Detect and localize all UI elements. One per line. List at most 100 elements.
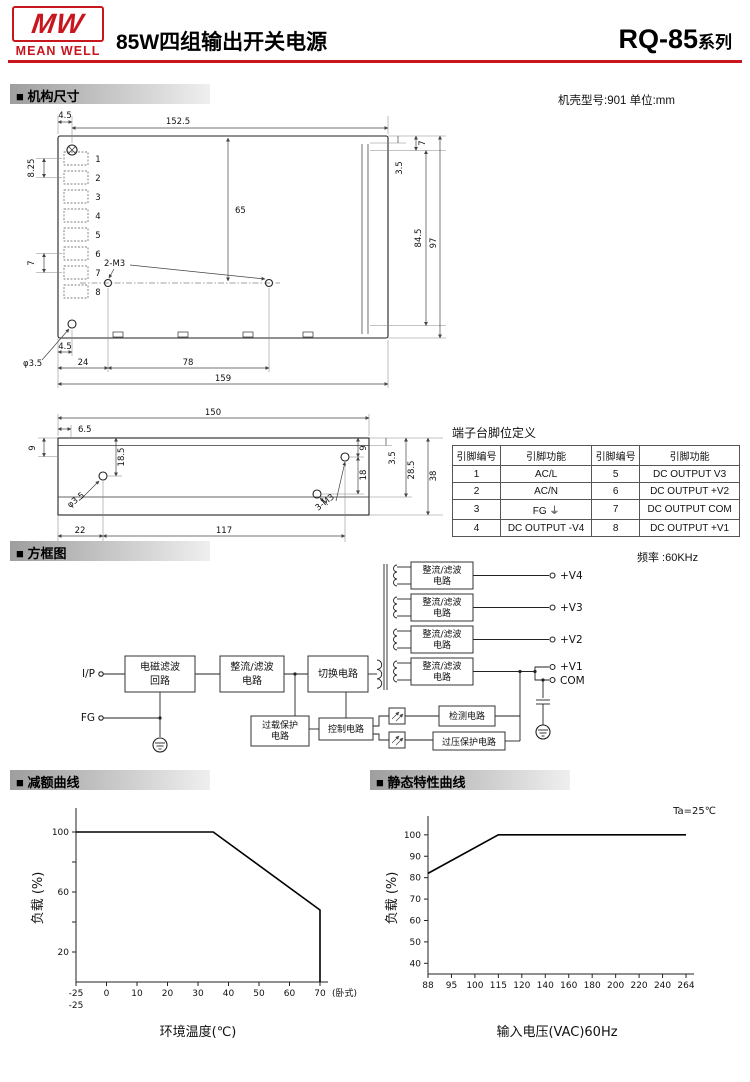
out-rectifier-label: 整流/滤波 xyxy=(422,660,461,672)
series-name: RQ-85 xyxy=(618,24,698,54)
output-label-v3: +V3 xyxy=(560,602,583,614)
y-tick-label: 100 xyxy=(404,831,421,841)
logo-mw-text: MW xyxy=(30,8,87,39)
y-tick-label: 40 xyxy=(410,959,422,969)
chart-annotation: Ta=25℃ xyxy=(672,806,716,817)
x-tick-label: 60 xyxy=(284,989,296,999)
output-terminal-v4 xyxy=(549,572,556,579)
dimension-label: 18.5 xyxy=(117,448,127,467)
series-title: RQ-85系列 xyxy=(618,24,732,55)
logo-brand-name: MEAN WELL xyxy=(15,44,101,58)
data-line xyxy=(76,831,321,982)
table-cell: 1 xyxy=(452,465,501,483)
dimension-label: 7 xyxy=(418,140,428,145)
output-terminal-v1 xyxy=(549,663,556,671)
dimension-label: 28.5 xyxy=(407,461,417,480)
dimension-label: 18 xyxy=(359,470,369,481)
pin-number: 4 xyxy=(95,212,100,222)
mechanical-top-view: 1 2 3 4 5 6 7 8 xyxy=(23,111,446,388)
case-model-note: 机壳型号:901 单位:mm xyxy=(558,95,675,107)
y-tick-label: 70 xyxy=(410,895,422,905)
input-label: I/P xyxy=(82,668,95,680)
dimension-label: 84.5 xyxy=(414,229,424,248)
chassis-top-outline xyxy=(57,135,389,339)
terminal-strip: 1 2 3 4 5 6 7 8 xyxy=(63,151,101,299)
pin-number: 3 xyxy=(95,193,100,203)
terminal-table-header-row: 引脚编号引脚功能引脚编号引脚功能 xyxy=(452,445,740,466)
table-cell: 5 xyxy=(591,465,641,483)
y-axis-label: 负载 (%) xyxy=(385,872,400,925)
dimension-label: 3.5 xyxy=(395,161,405,175)
dimension-label: 9 xyxy=(359,445,369,450)
x-tick-label: 200 xyxy=(607,981,624,991)
output-terminal-v3 xyxy=(549,604,556,611)
out-rectifier-label: 整流/滤波 xyxy=(422,564,461,576)
ground-symbol xyxy=(535,724,551,740)
section-block-label: ■ 方框图 xyxy=(16,546,67,561)
dimension-label: 78 xyxy=(183,358,194,368)
table-cell: FG ⏚ xyxy=(499,499,593,520)
emi-filter-label: 电磁滤波 xyxy=(140,660,180,673)
out-rectifier-label2: 电路 xyxy=(433,607,451,619)
y-tick-label: 50 xyxy=(410,938,422,948)
dimension-label: 3.5 xyxy=(388,451,398,465)
table-cell: 6 xyxy=(591,482,641,500)
page-title: 85W四组输出开关电源 xyxy=(116,31,328,54)
block-diagram-labels: I/P FG 电磁滤波 回路 整流/滤波 电路 切换电路 整流/滤波 电路 整流… xyxy=(81,564,585,748)
control-circuit-label: 控制电路 xyxy=(328,723,364,735)
terminal-table-header: 引脚功能 xyxy=(639,445,740,466)
section-mech-label: ■ 机构尺寸 xyxy=(16,89,80,104)
y-tick-label: 60 xyxy=(58,888,70,898)
table-cell: 3 xyxy=(452,499,501,520)
dimension-label: 24 xyxy=(78,358,89,368)
pin-number: 1 xyxy=(95,155,100,165)
out-rectifier-label: 整流/滤波 xyxy=(422,596,461,608)
table-cell: DC OUTPUT COM xyxy=(639,499,740,520)
transformer-symbol xyxy=(376,564,411,690)
table-cell: AC/L xyxy=(499,465,593,483)
dimension-label: 4.5 xyxy=(58,342,72,352)
dimension-label: 65 xyxy=(235,206,246,216)
y-tick-label: 80 xyxy=(410,874,422,884)
x-tick-label: 20 xyxy=(162,989,174,999)
x-tick-label: -25 xyxy=(69,989,84,999)
input-terminal xyxy=(98,671,104,677)
y-tick-label: 90 xyxy=(410,852,422,862)
pin-number: 5 xyxy=(95,231,100,241)
output-label-com: COM xyxy=(560,675,585,687)
section-static-header: ■ 静态特性曲线 xyxy=(370,770,570,790)
pin-number: 7 xyxy=(95,269,100,279)
block-diagram-wires xyxy=(103,575,550,742)
y-tick-label: 100 xyxy=(52,828,69,838)
x-tick-label: 88 xyxy=(422,981,434,991)
section-block-header: ■ 方框图 xyxy=(10,541,210,561)
out-rectifier-label2: 电路 xyxy=(433,575,451,587)
dimension-label: 152.5 xyxy=(166,117,190,127)
rectifier-label: 整流/滤波 xyxy=(230,660,273,673)
out-rectifier-label: 整流/滤波 xyxy=(422,628,461,640)
terminal-table-header: 引脚功能 xyxy=(499,445,593,466)
section-static-label: ■ 静态特性曲线 xyxy=(376,775,466,790)
table-cell: 7 xyxy=(591,499,641,520)
optocoupler-symbol xyxy=(388,707,406,725)
top-view-dimensions: 4.5 152.5 65 3.5 7 84.5 97 8.25 7 2-M3 φ… xyxy=(23,111,446,388)
section-derating-header: ■ 减额曲线 xyxy=(10,770,210,790)
x-tick-label: 220 xyxy=(630,981,647,991)
ovp-circuit-label: 过压保护电路 xyxy=(442,736,496,748)
series-suffix: 系列 xyxy=(698,33,732,52)
frequency-note: 频率 :60KHz xyxy=(637,552,699,564)
x-axis-label: 环境温度(℃) xyxy=(160,1024,237,1040)
block-boxes xyxy=(124,561,506,751)
overload-protect-label: 过载保护 xyxy=(262,719,298,731)
fg-label: FG xyxy=(81,712,95,724)
y-tick-label: 20 xyxy=(58,948,70,958)
dimension-label: 6.5 xyxy=(78,425,92,435)
x-tick-label: 70 xyxy=(314,989,326,999)
dimension-label: 97 xyxy=(429,238,439,249)
output-terminal-com xyxy=(549,676,556,684)
